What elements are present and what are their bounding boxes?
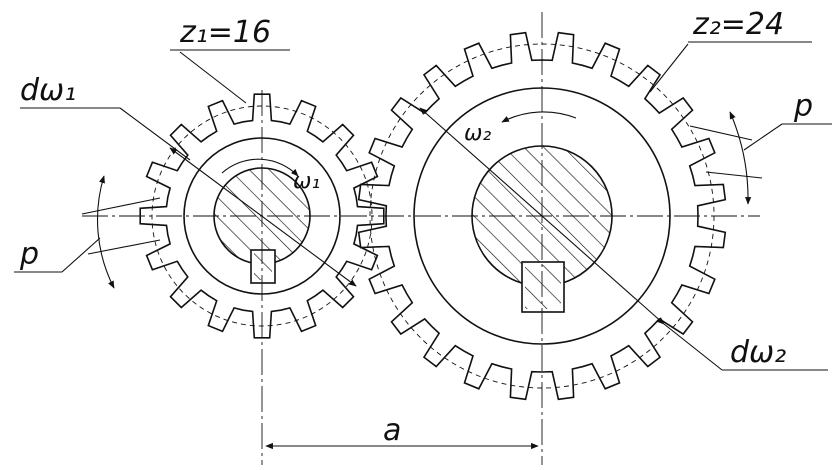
- z2-leader: [649, 43, 689, 93]
- pitch-diameter-1-label: dω₁: [20, 73, 76, 108]
- dw2-diameter-line: [419, 107, 665, 325]
- pitch-left-leader: [61, 237, 101, 273]
- pitch-right-ext-top: [689, 125, 753, 141]
- pitch-right-arc: [729, 111, 752, 205]
- gear-1-key-hatch: [254, 253, 272, 280]
- pitch-left-ext-top: [81, 197, 161, 215]
- pitch-right-label: p: [793, 89, 813, 124]
- pitch-right-leader: [743, 123, 783, 151]
- pitch-left-arc: [97, 175, 115, 289]
- gear-2-key-hatch: [525, 265, 561, 309]
- omega-2-rotation-arrow: [501, 111, 577, 123]
- z1-leader: [179, 51, 247, 104]
- gear-1-teeth: [139, 93, 385, 339]
- center-distance-label: a: [383, 413, 401, 448]
- angular-velocity-1-label: ω₁: [293, 169, 320, 194]
- pitch-right-ext-bottom: [705, 171, 763, 179]
- dw2-leader: [663, 323, 723, 371]
- dw1-leader: [119, 107, 191, 161]
- pitch-left-label: p: [19, 237, 39, 272]
- omega-1-rotation-arrow: [221, 158, 299, 177]
- angular-velocity-2-label: ω₂: [464, 121, 491, 146]
- gear-2-teeth-count-label: z₂=24: [692, 7, 784, 42]
- pitch-diameter-2-label: dω₂: [730, 335, 786, 370]
- dw1-diameter-line: [169, 147, 357, 287]
- gear-1-teeth-count-label: z₁=16: [179, 15, 271, 50]
